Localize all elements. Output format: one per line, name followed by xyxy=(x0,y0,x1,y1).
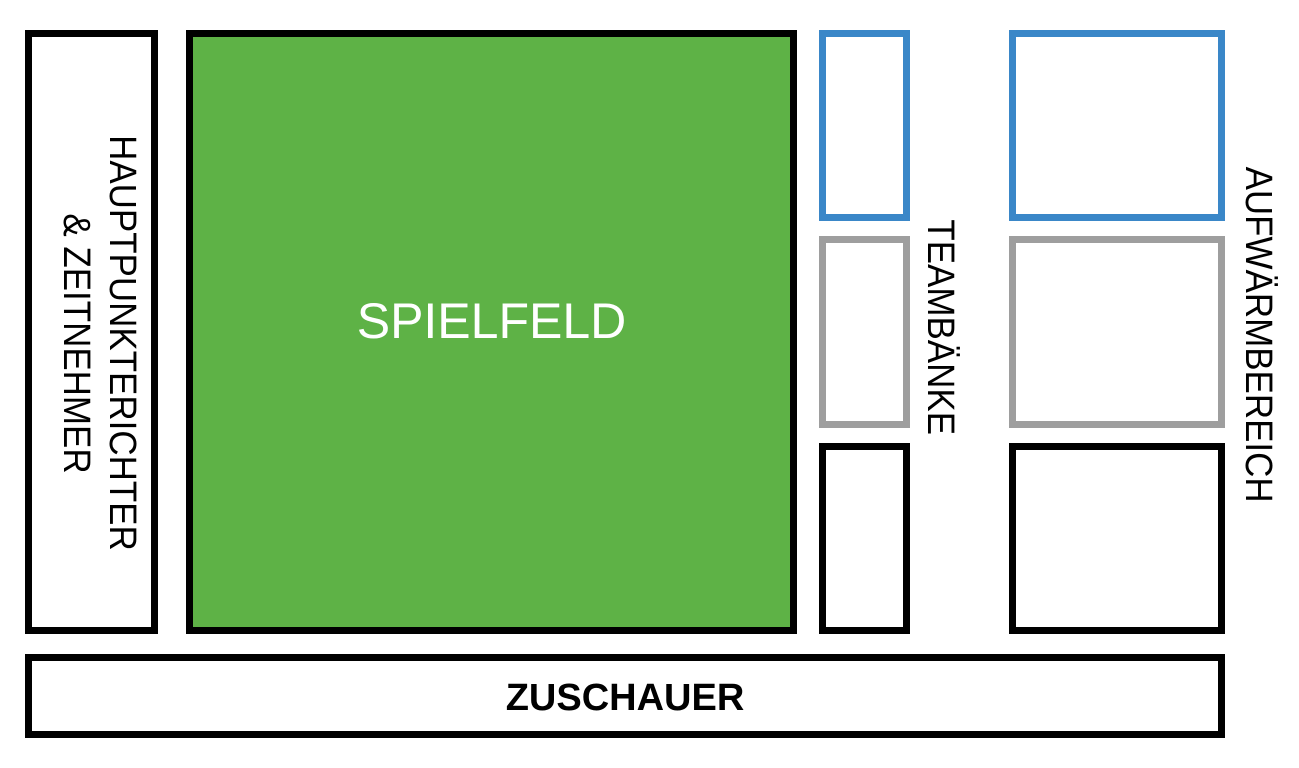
team-bench-2 xyxy=(819,236,910,428)
warmup-area-3 xyxy=(1009,443,1225,634)
warmup-area-2 xyxy=(1009,236,1225,428)
warmup-label: AUFWÄRMBEREICH xyxy=(1237,166,1279,503)
benches-label: TEAMBÄNKE xyxy=(919,219,961,436)
playing-field: SPIELFELD xyxy=(186,30,797,634)
team-bench-3 xyxy=(819,443,910,634)
field-label: SPIELFELD xyxy=(356,293,627,349)
spectators-label: ZUSCHAUER xyxy=(505,677,745,719)
referee-label-line2: & ZEITNEHMER xyxy=(55,213,97,474)
spectator-area: ZUSCHAUER xyxy=(25,654,1225,738)
referee-area: HAUPTPUNKTERICHTER & ZEITNEHMER xyxy=(25,30,158,634)
referee-label-line1: HAUPTPUNKTERICHTER xyxy=(101,135,143,551)
warmup-area-1 xyxy=(1009,30,1225,221)
team-bench-1 xyxy=(819,30,910,221)
